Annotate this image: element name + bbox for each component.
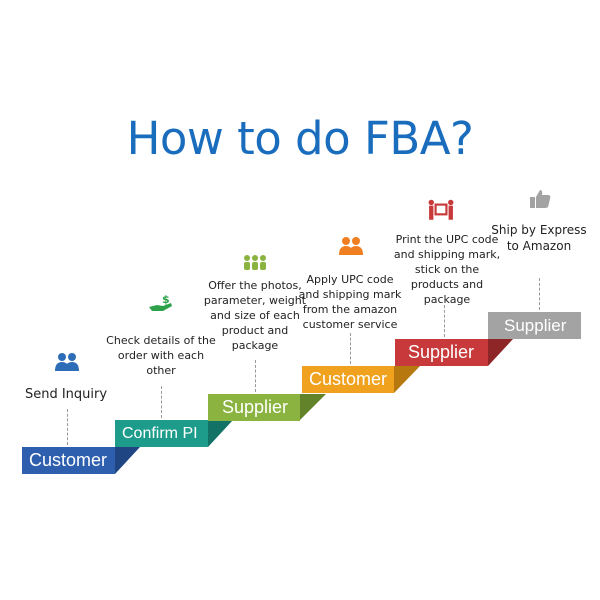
step-5-connector [444,305,445,337]
group-icon [244,255,266,270]
step-1-description: Send Inquiry [24,387,108,402]
step-4-block: Customer [302,366,394,393]
thumbs-up-icon [530,190,551,208]
step-2-block: Confirm PI [115,420,208,447]
step-3-shadow [300,394,326,420]
step-3-block: Supplier [208,394,300,421]
money-hand-icon: $ [149,293,172,311]
step-6-connector [539,278,540,310]
people-icon [339,237,363,255]
step-1-connector [67,409,68,445]
step-3-connector [255,360,256,392]
step-4-connector [350,333,351,364]
step-6-description: Ship by Express to Amazon [491,223,587,253]
step-6-label: Supplier [504,316,567,335]
svg-text:$: $ [162,293,170,306]
step-3-description: Offer the photos, parameter, weight and … [203,279,307,352]
step-5-block: Supplier [395,339,488,366]
step-2-label: Confirm PI [122,425,198,442]
step-3-label: Supplier [222,397,289,417]
step-2-shadow [183,420,233,447]
people-icon [55,353,79,371]
step-4-label: Customer [309,369,388,389]
step-2-description: Check details of the order with each oth… [106,334,216,377]
page-title: How to do FBA? [126,112,474,165]
step-1-shadow [115,447,140,474]
step-5-shadow [488,339,513,366]
step-5-description: Print the UPC code and shipping mark, st… [393,233,501,306]
step-1-label: Customer [29,450,108,470]
step-5-label: Supplier [408,342,475,362]
step-2-connector [161,386,162,418]
step-4-shadow [394,366,420,393]
step-1-block: Customer [22,447,115,474]
step-6-block: Supplier [488,312,581,339]
carry-box-icon [428,199,454,220]
step-4-description: Apply UPC code and shipping mark from th… [298,273,402,331]
